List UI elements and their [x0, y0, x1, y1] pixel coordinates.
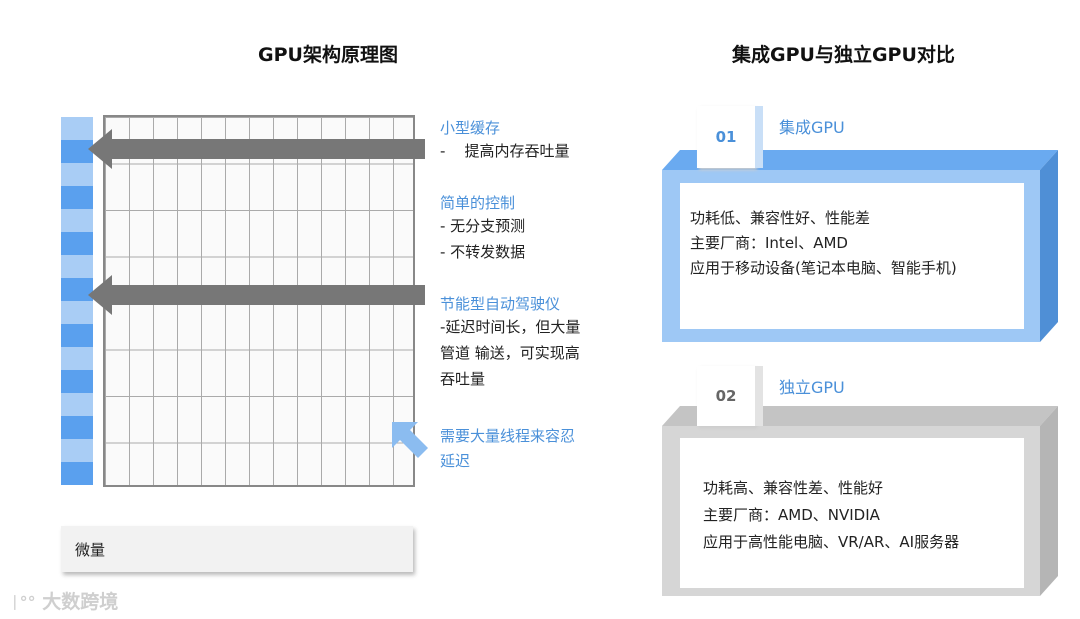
- watermark-logo-icon: ᛁ°°: [10, 593, 36, 612]
- comparison-title: 集成GPU与独立GPU对比: [732, 44, 955, 66]
- annotation-line: -延迟时间长，但大量: [440, 318, 581, 336]
- memory-column: [61, 117, 93, 487]
- integrated-badge-side: [755, 106, 763, 168]
- integrated-name: 集成GPU: [779, 118, 845, 137]
- discrete-details: 功耗高、兼容性差、性能好 主要厂商：AMD、NVIDIA 应用于高性能电脑、VR…: [703, 475, 1033, 556]
- annotation-heading: 需要大量线程来容忍: [440, 427, 576, 445]
- annotation-pipeline: 节能型自动驾驶仪 -延迟时间长，但大量 管道 输送，可实现高 吞吐量: [440, 293, 640, 392]
- watermark-text: 大数跨境: [42, 591, 119, 613]
- detail-line: 主要厂商：Intel、AMD: [690, 234, 848, 252]
- integrated-badge: 01: [697, 106, 755, 168]
- integrated-details: 功耗低、兼容性好、性能差 主要厂商：Intel、AMD 应用于移动设备(笔记本电…: [690, 206, 1030, 281]
- footer-label: 微量: [75, 541, 106, 559]
- detail-line: 功耗高、兼容性差、性能好: [703, 479, 884, 497]
- annotation-threads: 需要大量线程来容忍 延迟: [440, 423, 640, 473]
- annotation-heading: 简单的控制: [440, 194, 516, 212]
- footer-bar: 微量: [61, 526, 413, 572]
- annotation-control: 简单的控制 - 无分支预测 - 不转发数据: [440, 192, 640, 265]
- discrete-badge: 02: [697, 366, 755, 426]
- annotation-cache: 小型缓存 - 提高内存吞吐量: [440, 117, 640, 164]
- annotation-heading: 小型缓存: [440, 119, 501, 137]
- detail-line: 主要厂商：AMD、NVIDIA: [703, 506, 880, 524]
- detail-line: 应用于高性能电脑、VR/AR、AI服务器: [703, 533, 960, 551]
- latency-arrow-icon: [392, 422, 428, 458]
- detail-line: 应用于移动设备(笔记本电脑、智能手机): [690, 259, 957, 277]
- annotation-line: 延迟: [440, 452, 471, 470]
- annotation-line: 吞吐量: [440, 370, 486, 388]
- annotation-line: - 提高内存吞吐量: [440, 142, 570, 160]
- annotation-heading: 节能型自动驾驶仪: [440, 295, 561, 313]
- detail-line: 功耗低、兼容性好、性能差: [690, 209, 871, 227]
- discrete-gpu-box: [662, 406, 1058, 596]
- watermark: ᛁ°° 大数跨境: [10, 587, 118, 614]
- annotation-line: - 不转发数据: [440, 243, 526, 261]
- annotation-line: - 无分支预测: [440, 217, 526, 235]
- architecture-title: GPU架构原理图: [258, 44, 398, 66]
- discrete-badge-side: [755, 366, 763, 426]
- annotation-line: 管道 输送，可实现高: [440, 344, 580, 362]
- discrete-name: 独立GPU: [779, 378, 845, 397]
- integrated-gpu-box: [662, 150, 1058, 342]
